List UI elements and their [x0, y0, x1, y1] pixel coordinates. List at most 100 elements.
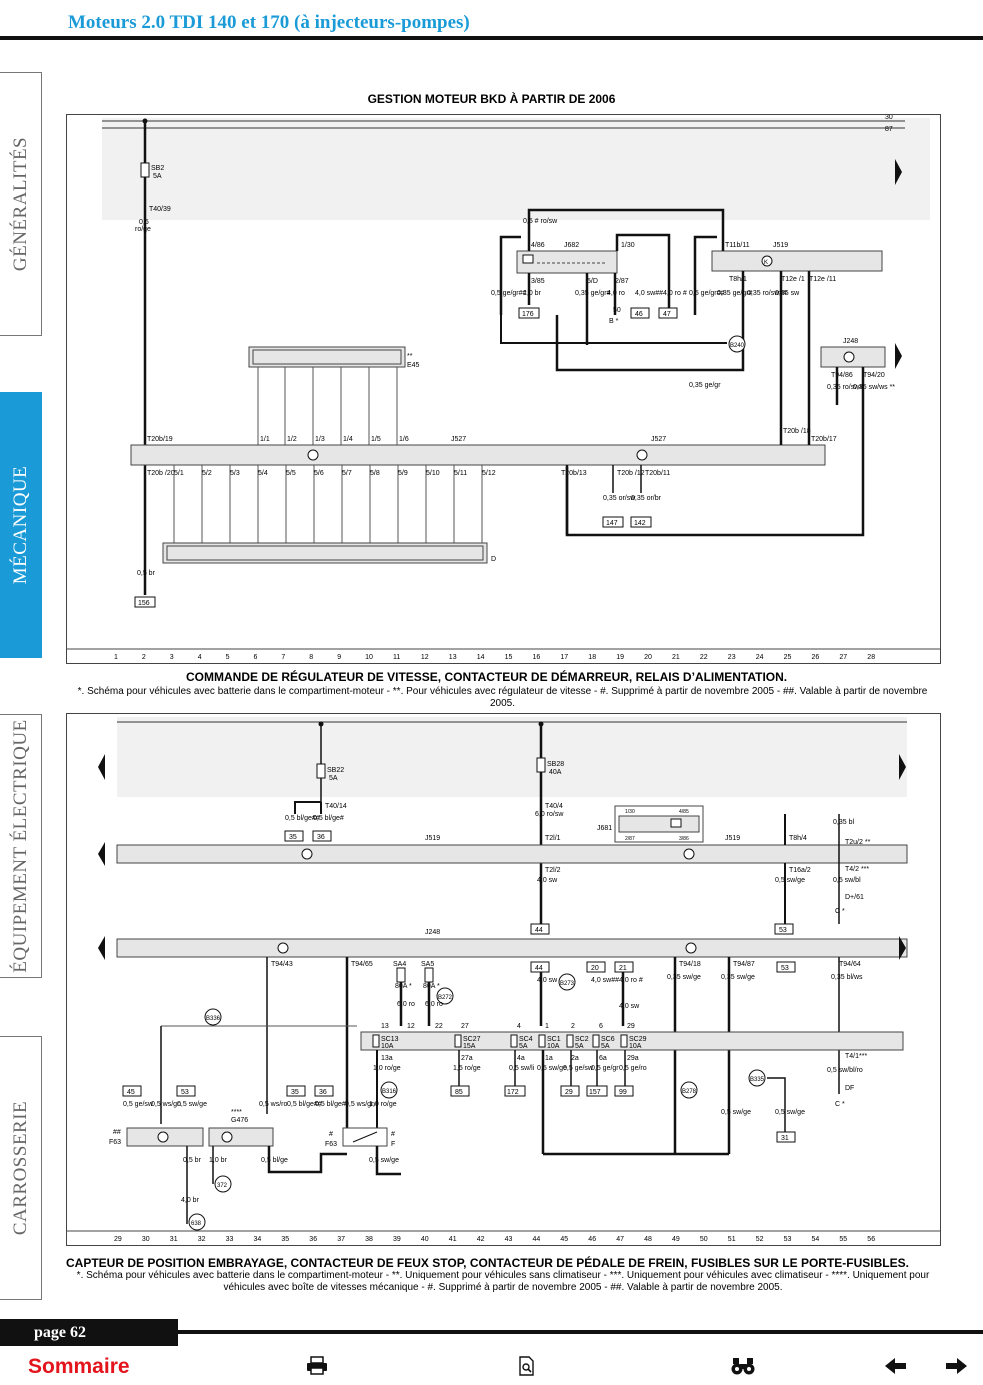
ref: 172 [507, 1089, 519, 1096]
rail-label-87: 87 [885, 126, 893, 133]
side-tab-equipement-electrique[interactable]: ÉQUIPEMENT ÉLECTRIQUE [0, 714, 42, 978]
svg-text:B335: B335 [750, 1077, 765, 1083]
svg-text:5/11: 5/11 [454, 470, 467, 477]
wire-label: 0,5 ws/ro [259, 1101, 288, 1108]
column-number: 33 [226, 1236, 234, 1243]
column-number: 38 [365, 1236, 373, 1243]
footer-rule [0, 1330, 983, 1334]
connector: T94/43 [271, 961, 293, 968]
svg-text:1/5: 1/5 [371, 436, 381, 443]
column-number: 8 [309, 654, 313, 661]
svg-text:10A: 10A [381, 1043, 394, 1050]
column-number: 52 [756, 1236, 764, 1243]
component-name: F [391, 1141, 395, 1148]
svg-text:5A: 5A [575, 1043, 584, 1050]
column-number: 13 [449, 654, 457, 661]
arrow-right-icon[interactable] [944, 1356, 970, 1376]
bus-j248 [116, 938, 908, 958]
column-number: 22 [700, 654, 708, 661]
component-e45-name: E45 [407, 362, 420, 369]
svg-text:15A: 15A [463, 1043, 476, 1050]
svg-text:5/1: 5/1 [174, 470, 184, 477]
svg-text:SC2: SC2 [575, 1036, 589, 1043]
ref: 36 [319, 1089, 327, 1096]
relay-j682 [516, 250, 618, 274]
wire-label: 0,35 sw/ge [667, 974, 701, 981]
wire-label: 0,5 ge/ro [619, 1065, 647, 1072]
column-number: 37 [337, 1236, 345, 1243]
sc-pins-bottom: 13a 27a 4a 1a 2a 6a 29a [381, 1055, 639, 1062]
fuse-sb2-name: SB2 [151, 165, 164, 172]
sensor-g476 [208, 1127, 274, 1147]
continue-arrow-icon [899, 936, 906, 960]
svg-text:J681: J681 [597, 825, 612, 832]
connector: T2u/2 ** [845, 839, 871, 846]
column-number: 24 [756, 654, 764, 661]
ref: 35 [291, 1089, 299, 1096]
ground-b336 [204, 1008, 222, 1026]
wire-label: 6,0 ro/sw [535, 811, 564, 818]
column-number: 43 [505, 1236, 513, 1243]
svg-text:SC6: SC6 [601, 1036, 615, 1043]
binoculars-icon[interactable] [730, 1356, 756, 1376]
wiring-diagram-2: SB22 5A SB28 40A T40/14 T40/4 0,5 bl/ge#… [66, 713, 941, 1246]
relay-pin: 3/85 [531, 278, 545, 285]
wire-label: 0,5 sw/bl/ro [827, 1067, 863, 1074]
svg-text:B272: B272 [438, 995, 453, 1001]
control-unit-j519 [711, 250, 883, 272]
ref-b: B * [609, 318, 619, 325]
header-rule [0, 36, 983, 40]
side-tab-generalites[interactable]: GÉNÉRALITÉS [0, 72, 42, 336]
j519-pin: T12e /11 [809, 276, 836, 283]
side-tab-mecanique[interactable]: MÉCANIQUE [0, 392, 42, 658]
svg-text:5/6: 5/6 [314, 470, 324, 477]
arrow-left-icon[interactable] [884, 1356, 910, 1376]
svg-text:10A: 10A [547, 1043, 560, 1050]
ref: 21 [619, 965, 627, 972]
svg-text:27: 27 [461, 1023, 469, 1030]
svg-text:T20b/17: T20b/17 [811, 436, 837, 443]
svg-text:40A: 40A [549, 769, 562, 776]
component-mark: **** [231, 1109, 242, 1116]
side-tab-label: GÉNÉRALITÉS [9, 136, 31, 272]
ref: 53 [781, 965, 789, 972]
svg-text:3/86: 3/86 [679, 836, 689, 842]
svg-text:29: 29 [627, 1023, 635, 1030]
svg-text:5A: 5A [329, 775, 338, 782]
wire-label: 4,0 ro # [663, 290, 687, 297]
ref: 44 [535, 927, 543, 934]
svg-text:5/5: 5/5 [286, 470, 296, 477]
side-tab-carrosserie[interactable]: CARROSSERIE [0, 1036, 42, 1300]
svg-text:5/7: 5/7 [342, 470, 352, 477]
wire-label: 0,5 ge/sw [563, 1065, 594, 1072]
j519-pin: T12e /1 [781, 276, 805, 283]
wire-label: 0,5 sw/ge [177, 1101, 207, 1108]
zoom-page-icon[interactable] [518, 1356, 544, 1376]
wire-label: 0,35 ge/gr# [717, 290, 753, 297]
column-number: 10 [365, 654, 373, 661]
wire-label: 0,35 sw [775, 290, 800, 297]
printer-icon[interactable] [306, 1356, 332, 1376]
connector-t40-39: T40/39 [149, 206, 171, 213]
column-number: 36 [309, 1236, 317, 1243]
sommaire-link[interactable]: Sommaire [28, 1355, 130, 1378]
component-mark: ## [113, 1129, 121, 1136]
svg-text:SA5: SA5 [421, 961, 434, 968]
column-number: 11 [393, 654, 400, 661]
fuse-holder-sc [360, 1031, 904, 1051]
fuse-sa5 [424, 967, 434, 983]
wire-label: 1,0 br [209, 1157, 228, 1164]
svg-text:B240: B240 [730, 343, 745, 349]
wire-label: 0,5 [139, 219, 149, 226]
svg-text:1: 1 [545, 1023, 549, 1030]
j519-pin: T8h/1 [729, 276, 747, 283]
svg-text:12: 12 [407, 1023, 415, 1030]
wire-label: 0,5 bl/ge# [313, 815, 344, 822]
svg-text:5/2: 5/2 [202, 470, 212, 477]
wire-label: 0,5 sw/ge [721, 1109, 751, 1116]
column-number: 6 [254, 654, 258, 661]
wire-label: 0,5 bl/ge [261, 1157, 288, 1164]
wire-label: 1,0 ro/ge [369, 1101, 397, 1108]
column-number: 14 [477, 654, 485, 661]
